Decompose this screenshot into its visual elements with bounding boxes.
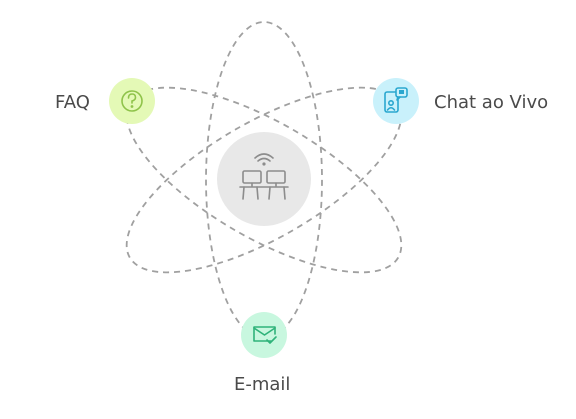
live-chat-node-circle bbox=[373, 78, 419, 124]
channel-live-chat: Chat ao Vivo bbox=[373, 78, 548, 124]
center-circle bbox=[217, 132, 311, 226]
email-label: E-mail bbox=[234, 374, 290, 395]
chat-phone-icon bbox=[384, 87, 408, 113]
channel-faq: FAQ bbox=[55, 78, 155, 124]
question-icon bbox=[121, 90, 143, 112]
live-chat-label: Chat ao Vivo bbox=[434, 92, 548, 113]
email-check-icon bbox=[253, 326, 277, 344]
center-hub bbox=[217, 132, 311, 226]
channel-email: E-mail bbox=[234, 312, 290, 395]
faq-label: FAQ bbox=[55, 92, 90, 113]
desks-wifi-icon bbox=[239, 153, 289, 200]
orbit-diagonal-left bbox=[125, 86, 403, 274]
